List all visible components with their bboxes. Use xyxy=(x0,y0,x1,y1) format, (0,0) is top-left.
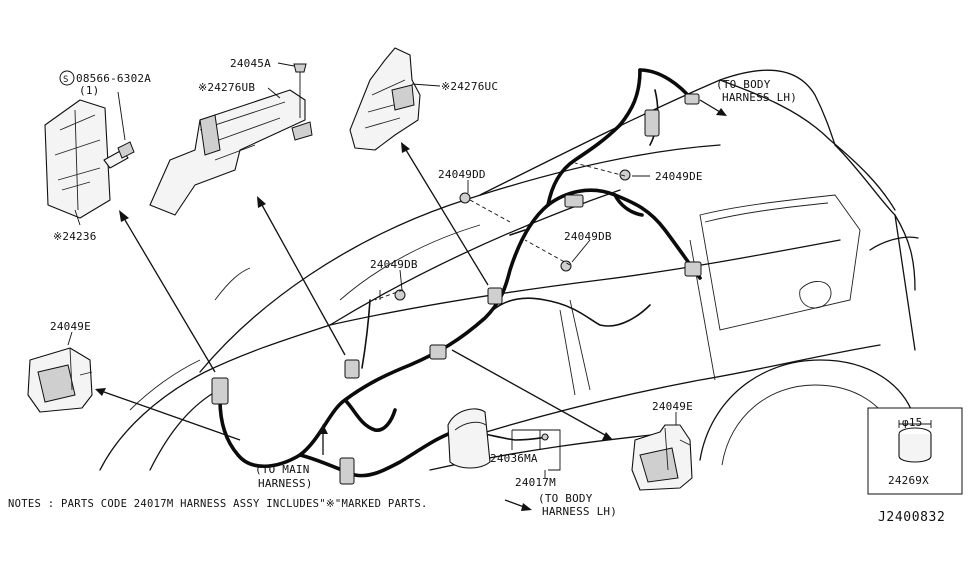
label-24049DB-right: 24049DB xyxy=(564,230,612,243)
part-24049E-right xyxy=(631,424,693,491)
clip-icon xyxy=(394,289,406,301)
vehicle-body-outline xyxy=(99,69,919,471)
bolt-08566-6302A: S xyxy=(59,70,135,169)
part-labels: 08566-6302A (1) ※24236 24045A ※24276UB ※… xyxy=(50,57,929,518)
connector-icon xyxy=(564,194,584,208)
label-24045A: 24045A xyxy=(230,57,271,70)
label-24276UC: ※24276UC xyxy=(441,80,498,93)
part-24236-bracket xyxy=(44,99,111,219)
part-24049E-left xyxy=(27,347,93,413)
connector-icon xyxy=(644,109,660,137)
label-24049DB-center: 24049DB xyxy=(370,258,418,271)
connector-icon xyxy=(211,377,229,405)
connector-icon xyxy=(684,261,702,277)
part-24036MA-grommet xyxy=(447,408,491,469)
connector-icon xyxy=(344,359,360,379)
clip-icon xyxy=(541,433,549,441)
connector-icon xyxy=(429,344,447,360)
pointer-arrows xyxy=(95,99,727,511)
label-24269X: 24269X xyxy=(888,474,929,487)
svg-text:S: S xyxy=(63,75,68,85)
notes-text: NOTES : PARTS CODE 24017M HARNESS ASSY I… xyxy=(8,498,428,510)
label-to-body-harness-top-1: (TO BODY xyxy=(716,78,771,91)
connector-icon xyxy=(684,93,700,105)
label-24276UB: ※24276UB xyxy=(198,81,255,94)
clip-icon xyxy=(560,260,572,272)
inset-24269X xyxy=(867,407,963,495)
label-to-main-harness-1: (TO MAIN xyxy=(255,463,310,476)
label-24049DD: 24049DD xyxy=(438,168,486,181)
label-to-body-harness-bottom-1: (TO BODY xyxy=(538,492,593,505)
figure-code: J2400832 xyxy=(878,510,945,525)
part-24276UC-bracket xyxy=(349,47,421,151)
label-24017M: 24017M xyxy=(515,476,556,489)
label-bolt-code: 08566-6302A xyxy=(76,72,151,85)
clip-icon xyxy=(619,169,631,181)
label-to-body-harness-bottom-2: HARNESS LH) xyxy=(542,505,617,518)
label-24036MA: 24036MA xyxy=(490,452,538,465)
connector-icon xyxy=(339,457,355,485)
leader-lines xyxy=(67,62,677,478)
label-dim-phi15: φ15 xyxy=(902,416,922,429)
label-24236: ※24236 xyxy=(53,230,97,243)
label-to-body-harness-top-2: HARNESS LH) xyxy=(722,91,797,104)
bolt-s-circle-icon xyxy=(59,70,75,86)
clip-icon xyxy=(459,192,471,204)
label-to-main-harness-2: HARNESS) xyxy=(258,477,313,490)
label-24049DE: 24049DE xyxy=(655,170,703,183)
clip-24045A xyxy=(293,63,307,118)
connector-icon xyxy=(487,287,503,305)
label-24049E-right: 24049E xyxy=(652,400,693,413)
label-24049E-left: 24049E xyxy=(50,320,91,333)
label-bolt-qty: (1) xyxy=(79,84,99,97)
part-24276UB-bracket xyxy=(149,89,313,216)
